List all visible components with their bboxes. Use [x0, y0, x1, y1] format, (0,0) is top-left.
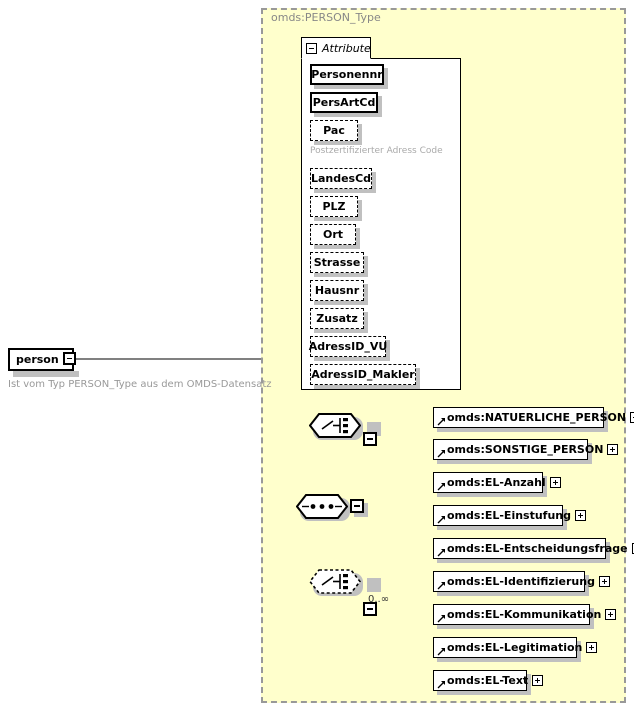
element-expander-plus-icon[interactable]	[598, 576, 610, 587]
complextype-title: omds:PERSON_Type	[271, 11, 381, 24]
attribute-tab[interactable]: Attribute	[301, 37, 371, 59]
person-annotation: Ist vom Typ PERSON_Type aus dem OMDS-Dat…	[8, 379, 272, 390]
element-label: omds:EL-Anzahl	[447, 476, 546, 489]
attribute-label: Zusatz	[316, 312, 358, 325]
element-label: omds:EL-Text	[447, 674, 529, 687]
person-node-shadow	[13, 371, 79, 377]
choice-el-node[interactable]	[309, 569, 361, 594]
element-label: omds:EL-Entscheidungsfrage	[447, 542, 628, 555]
element-label: omds:EL-Identifizierung	[447, 575, 595, 588]
element-label: omds:EL-Kommunikation	[447, 608, 602, 621]
reference-arrow-icon	[437, 516, 445, 524]
attribute-label: AdressID_VU	[308, 340, 388, 353]
element-el-text[interactable]: omds:EL-Text	[433, 670, 544, 691]
person-expander-minus-icon[interactable]	[63, 352, 76, 365]
attribute-landescd[interactable]: LandesCd	[310, 168, 372, 189]
element-el-kommunikation[interactable]: omds:EL-Kommunikation	[433, 604, 617, 625]
element-expander-plus-icon[interactable]	[605, 609, 617, 620]
attribute-adressid-vu[interactable]: AdressID_VU	[308, 336, 388, 357]
element-label: omds:EL-Legitimation	[447, 641, 583, 654]
attribute-label: PLZ	[322, 200, 346, 213]
attribute-persartcd[interactable]: PersArtCd	[310, 92, 378, 113]
attribute-pac[interactable]: Pac	[310, 120, 358, 141]
reference-arrow-icon	[437, 582, 445, 590]
attribute-label: Ort	[322, 228, 344, 241]
sequence-expander-minus-icon[interactable]	[350, 499, 364, 513]
attribute-hausnr[interactable]: Hausnr	[310, 280, 364, 301]
element-expander-plus-icon[interactable]	[532, 675, 544, 686]
reference-arrow-icon	[437, 615, 445, 623]
element-expander-plus-icon[interactable]	[586, 642, 598, 653]
person-label: person	[16, 353, 59, 366]
attribute-strasse[interactable]: Strasse	[310, 252, 364, 273]
reference-arrow-icon	[437, 483, 445, 491]
attribute-label: Personennr	[311, 68, 383, 81]
element-expander-plus-icon[interactable]	[607, 444, 619, 455]
attribute-personennr[interactable]: Personennr	[310, 64, 384, 85]
reference-arrow-icon	[437, 549, 445, 557]
reference-arrow-icon	[437, 681, 445, 689]
attribute-label: Pac	[323, 124, 345, 137]
attribute-pac-annotation: Postzertifizierter Adress Code	[310, 146, 443, 156]
attribute-label: Hausnr	[314, 284, 360, 297]
attribute-label: Strasse	[313, 256, 361, 269]
element-expander-plus-icon[interactable]	[549, 477, 561, 488]
element-el-legitimation[interactable]: omds:EL-Legitimation	[433, 637, 598, 658]
choice-person-expander-minus-icon[interactable]	[363, 432, 377, 446]
choice-el-expander-minus-icon[interactable]	[363, 602, 377, 616]
attribute-adressid-makler[interactable]: AdressID_Makler	[310, 364, 416, 385]
reference-arrow-icon	[437, 418, 445, 426]
element-label: omds:EL-Einstufung	[447, 509, 572, 522]
element-el-einstufung[interactable]: omds:EL-Einstufung	[433, 505, 587, 526]
element-expander-plus-icon[interactable]	[575, 510, 587, 521]
attribute-expander-minus-icon[interactable]	[306, 42, 317, 54]
choice-el-cardinality: 0..∞	[368, 594, 390, 605]
choice-el-expander-shadow	[367, 578, 381, 592]
reference-arrow-icon	[437, 648, 445, 656]
attribute-plz[interactable]: PLZ	[310, 196, 358, 217]
element-expander-plus-icon[interactable]	[631, 543, 634, 554]
attribute-zusatz[interactable]: Zusatz	[310, 308, 364, 329]
element-natuerliche-person[interactable]: omds:NATUERLICHE_PERSON	[433, 407, 634, 428]
element-label: omds:NATUERLICHE_PERSON	[447, 411, 627, 424]
element-el-identifizierung[interactable]: omds:EL-Identifizierung	[433, 571, 610, 592]
element-expander-plus-icon[interactable]	[630, 412, 634, 423]
element-node-person[interactable]: person	[8, 348, 74, 371]
element-el-anzahl[interactable]: omds:EL-Anzahl	[433, 472, 561, 493]
attribute-ort[interactable]: Ort	[310, 224, 356, 245]
sequence-node[interactable]	[296, 494, 348, 519]
choice-person-node[interactable]	[309, 413, 361, 438]
reference-arrow-icon	[437, 450, 445, 458]
element-label: omds:SONSTIGE_PERSON	[447, 443, 604, 456]
attribute-tab-label: Attribute	[322, 41, 371, 55]
element-el-entscheidungsfrage[interactable]: omds:EL-Entscheidungsfrage	[433, 538, 634, 559]
attribute-label: PersArtCd	[312, 96, 376, 109]
attribute-label: AdressID_Makler	[311, 368, 415, 381]
attribute-label: LandesCd	[310, 172, 372, 185]
element-sonstige-person[interactable]: omds:SONSTIGE_PERSON	[433, 439, 619, 460]
